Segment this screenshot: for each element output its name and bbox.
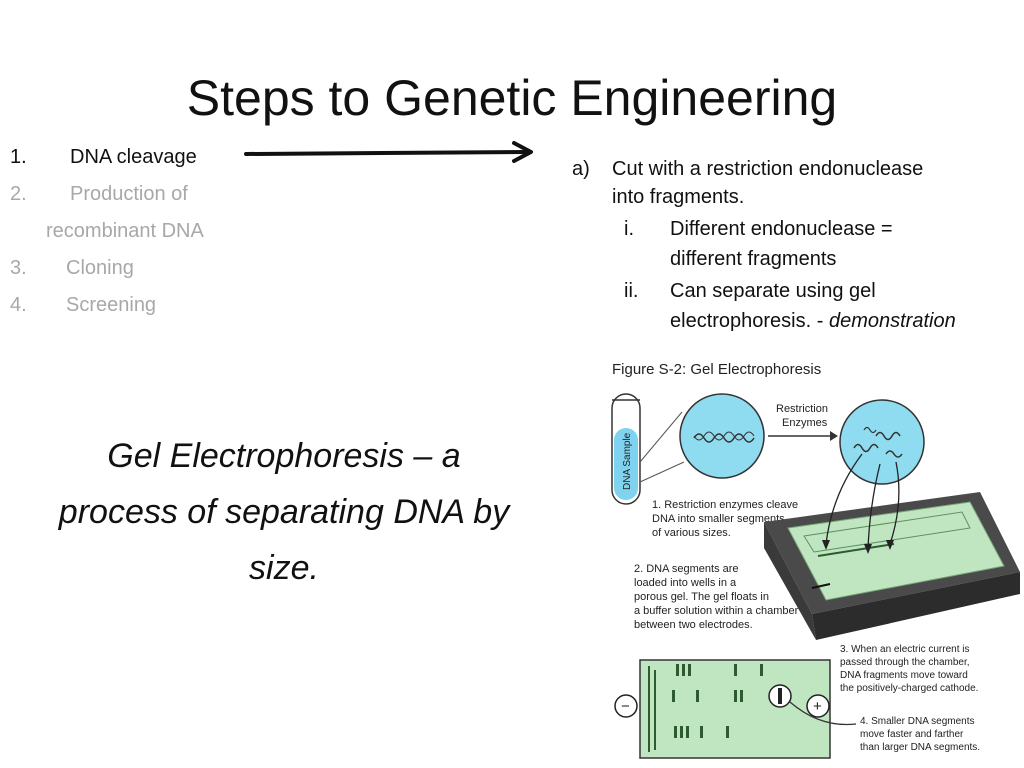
caption-line: 4. Smaller DNA segments [860, 716, 975, 727]
caption-step3: 3. When an electric current is passed th… [840, 644, 978, 694]
callout-line: process of separating DNA by [58, 493, 510, 531]
note-marker-ii: ii. [624, 280, 639, 302]
step-number: 3. [10, 257, 27, 279]
note-ii-line2-italic: demonstration [828, 310, 956, 332]
step-label: recombinant DNA [46, 220, 204, 242]
arrow-right-icon [768, 431, 838, 441]
figure-title: Figure S-2: Gel Electrophoresis [612, 361, 821, 378]
caption-line: 2. DNA segments are [634, 563, 739, 575]
caption-line: porous gel. The gel floats in [634, 591, 769, 603]
slide-title: Steps to Genetic Engineering [186, 70, 838, 126]
callout-line: size. [249, 549, 319, 587]
caption-line: the positively-charged cathode. [840, 683, 978, 694]
note-a-line2: into fragments. [612, 186, 745, 208]
plus-electrode-icon: + [806, 694, 830, 718]
note-ii-line1: Can separate using gel [670, 280, 876, 302]
gel-callout: Gel Electrophoresis – a process of separ… [8, 428, 560, 596]
caption-line: of various sizes. [652, 527, 731, 539]
dna-circle-icon [679, 393, 765, 479]
right-arrow-icon [244, 141, 533, 163]
caption-line: 3. When an electric current is [840, 644, 970, 655]
callout-pointer-icon [789, 701, 857, 726]
enzyme-label-line2: Enzymes [782, 417, 828, 429]
caption-line: DNA fragments move toward [840, 670, 968, 681]
caption-line: 1. Restriction enzymes cleave [652, 499, 798, 511]
dna-fragments-circle-icon [839, 399, 925, 485]
note-marker-a: a) [572, 158, 590, 180]
caption-line: a buffer solution within a chamber [634, 605, 799, 617]
fragment-arrows-icon [822, 453, 900, 554]
minus-symbol: − [621, 698, 630, 715]
note-i-line2: different fragments [670, 248, 837, 270]
caption-line: than larger DNA segments. [860, 742, 980, 753]
caption-line: passed through the chamber, [840, 657, 970, 668]
note-ii-line2: electrophoresis. - demonstration [670, 306, 956, 336]
plus-symbol: + [813, 698, 822, 715]
caption-step4: 4. Smaller DNA segments move faster and … [860, 716, 980, 753]
gel-plate-icon [639, 659, 831, 759]
minus-electrode-icon: − [614, 694, 638, 718]
step-label: DNA cleavage [70, 146, 197, 168]
note-marker-i: i. [624, 218, 634, 240]
caption-step2: 2. DNA segments are loaded into wells in… [634, 563, 799, 631]
step-number: 4. [10, 294, 27, 316]
step-number: 1. [10, 146, 27, 168]
caption-step1: 1. Restriction enzymes cleave DNA into s… [652, 499, 798, 539]
caption-line: loaded into wells in a [634, 577, 737, 589]
note-i-line1: Different endonuclease = [670, 218, 893, 240]
step-number: 2. [10, 183, 27, 205]
test-tube-icon: DNA Sample [611, 393, 641, 505]
step-label: Production of [70, 183, 188, 205]
enzyme-label-line1: Restriction [776, 403, 828, 415]
caption-line: DNA into smaller segments [652, 513, 785, 525]
tube-label: DNA Sample [622, 432, 633, 490]
callout-line: Gel Electrophoresis – a [107, 437, 461, 475]
gel-chamber-icon [764, 492, 1020, 640]
step-label: Cloning [66, 257, 134, 279]
note-ii-line2-plain: electrophoresis. - [670, 310, 829, 332]
step-label: Screening [66, 294, 157, 316]
caption-line: between two electrodes. [634, 619, 753, 631]
gel-electrophoresis-figure: Figure S-2: Gel Electrophoresis DNA Samp… [604, 352, 1020, 764]
note-a-line1: Cut with a restriction endonuclease [612, 158, 924, 180]
caption-line: move faster and farther [860, 729, 964, 740]
